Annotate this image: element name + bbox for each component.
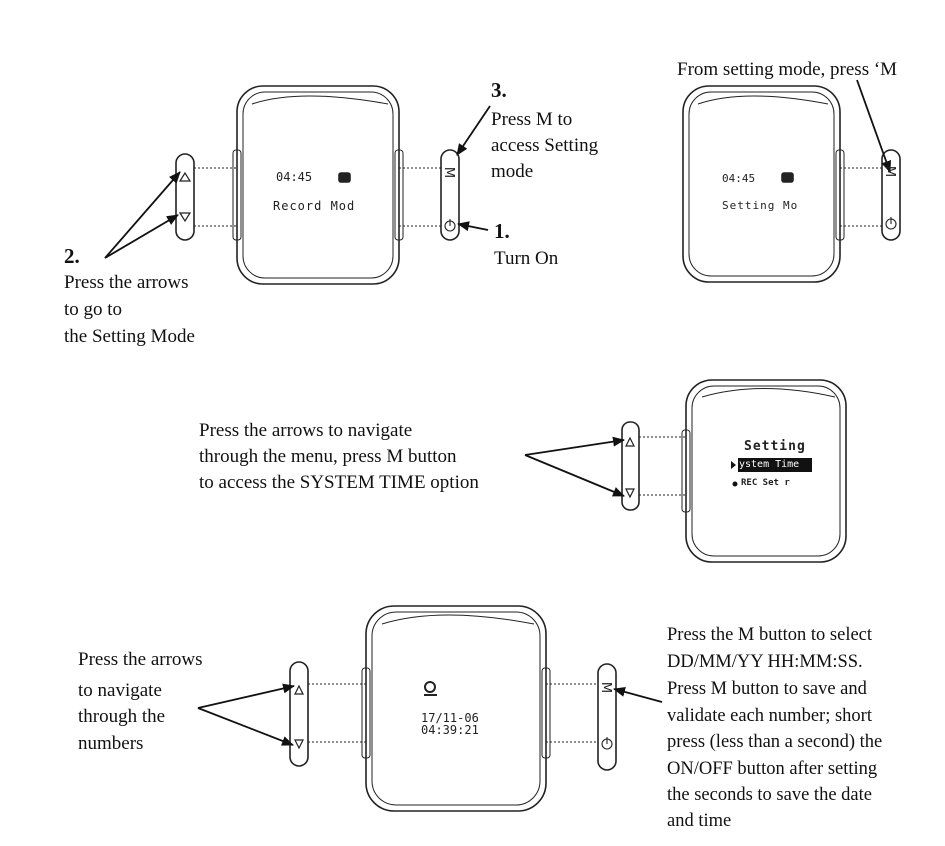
down-arrow-icon — [625, 488, 635, 499]
m-button-label: M — [441, 166, 457, 179]
battery-icon — [781, 172, 794, 183]
up-arrow-icon — [178, 171, 192, 182]
bottom-right-line2: DD/MM/YY HH:MM:SS. — [667, 652, 863, 672]
bottom-right-line1: Press the M button to select — [667, 625, 873, 645]
pointer-arrows — [104, 79, 891, 746]
device3-item-rec: REC Set r — [741, 478, 790, 488]
device2-time: 04:45 — [722, 172, 756, 185]
m-power-buttons-1[interactable] — [440, 149, 460, 241]
step3-number: 3. — [491, 78, 507, 102]
device2-mode: Setting Mo — [722, 199, 799, 212]
bottom-right-line6: ON/OFF button after setting — [667, 759, 878, 779]
bottom-left-line2: to navigate — [78, 680, 162, 701]
step2-number: 2. — [64, 244, 80, 268]
middle-line1: Press the arrows to navigate — [199, 420, 413, 441]
bottom-right-line4: validate each number; short — [667, 706, 872, 726]
device-4 — [289, 605, 617, 812]
middle-line2: through the menu, press M button — [199, 446, 457, 467]
step3-line1: Press M to — [491, 109, 573, 130]
device1-time: 04:45 — [276, 170, 313, 184]
device4-time: 04:39:21 — [421, 723, 479, 737]
step3-line2: access Setting — [491, 135, 599, 156]
step1-number: 1. — [494, 219, 510, 243]
arrow-buttons-1[interactable] — [175, 153, 195, 241]
m-power-buttons-2[interactable] — [881, 149, 901, 241]
device-1 — [175, 85, 460, 285]
bottom-left-line3: through the — [78, 706, 166, 727]
device-2 — [682, 85, 901, 283]
bottom-right-line5: press (less than a second) the — [667, 732, 883, 752]
arrow-buttons-4[interactable] — [289, 661, 309, 767]
step2-line2: to go to — [64, 299, 123, 320]
bottom-left-line1: Press the arrows — [78, 649, 203, 670]
up-arrow-icon — [625, 436, 635, 447]
battery-icon — [338, 172, 351, 183]
middle-line3: to access the SYSTEM TIME option — [199, 472, 479, 493]
device3-item-system-time: ystem Time — [739, 459, 800, 470]
step2-line3: the Setting Mode — [64, 326, 195, 347]
down-arrow-icon — [294, 739, 304, 750]
bottom-left-line4: numbers — [78, 733, 144, 754]
step1-text: Turn On — [494, 248, 559, 269]
step2-line1: Press the arrows — [64, 272, 189, 293]
top-right-instruction: From setting mode, press ‘M — [677, 59, 898, 80]
clock-icon — [424, 681, 436, 693]
arrow-buttons-3[interactable] — [621, 421, 640, 511]
bottom-right-line3: Press M button to save and — [667, 679, 867, 699]
device1-mode: Record Mod — [273, 199, 356, 213]
device3-title: Setting — [744, 439, 806, 454]
m-button-label: M — [882, 165, 898, 178]
bottom-right-line7: the seconds to save the date — [667, 785, 872, 805]
down-arrow-icon — [178, 212, 192, 223]
m-power-buttons-4[interactable] — [597, 663, 617, 771]
device4-date: 17/11-06 — [421, 711, 479, 725]
up-arrow-icon — [294, 684, 304, 695]
step3-line3: mode — [491, 161, 534, 182]
device-3 — [621, 379, 847, 563]
bottom-right-line8: and time — [667, 811, 732, 831]
m-button-label: M — [598, 681, 614, 694]
